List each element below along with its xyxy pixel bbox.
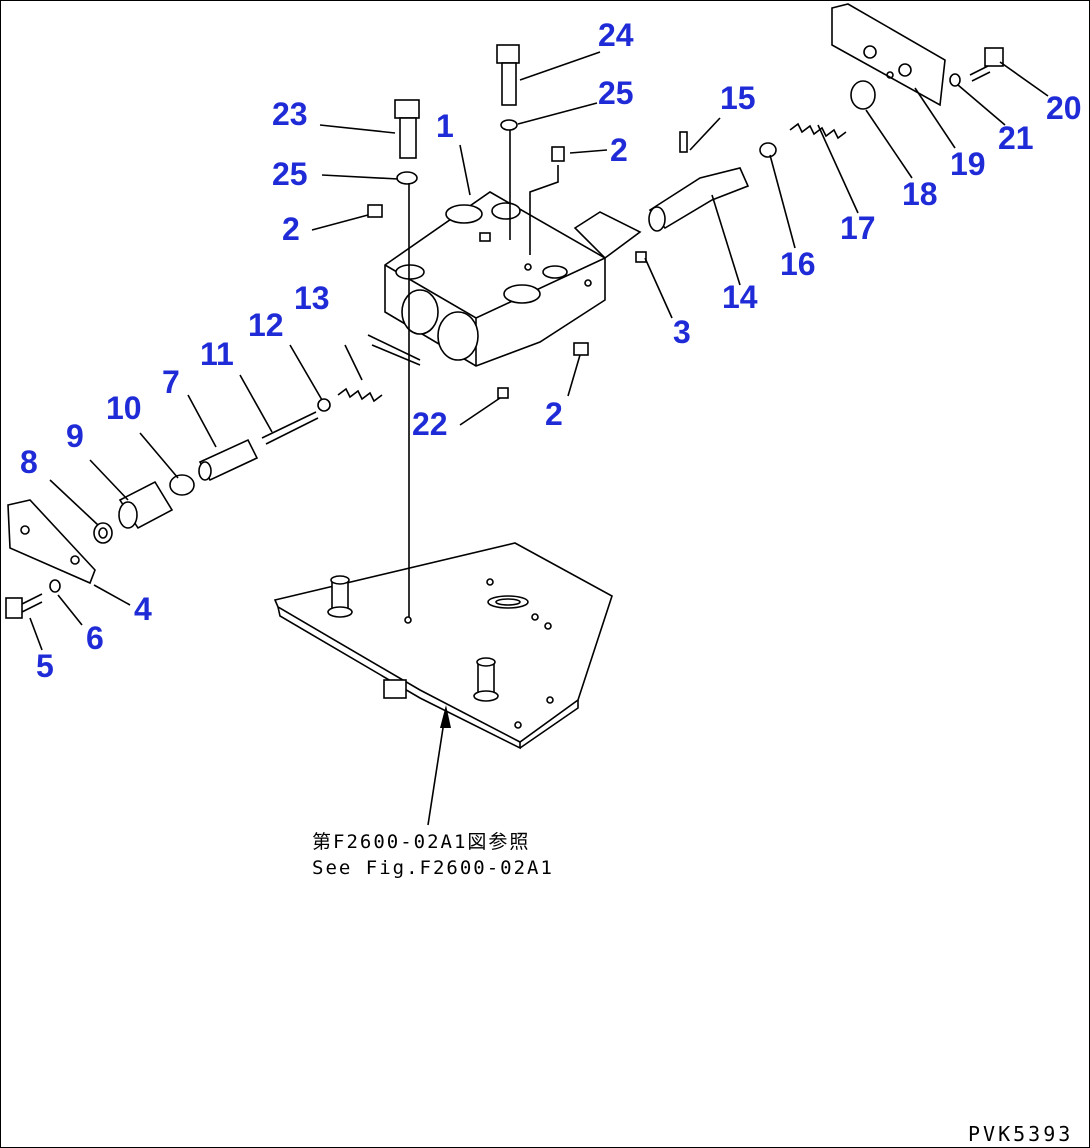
- callout-21: 21: [998, 120, 1034, 156]
- drawing-code: PVK5393: [968, 1122, 1074, 1146]
- callout-13: 13: [294, 280, 330, 316]
- leader-lines: [29, 51, 1049, 826]
- callout-15: 15: [720, 80, 756, 116]
- callout-22: 22: [412, 406, 448, 442]
- reference-note-jp: 第F2600-02A1図参照: [312, 831, 531, 853]
- callout-11: 11: [200, 336, 234, 372]
- callout-18: 18: [902, 176, 938, 212]
- callout-20: 20: [1046, 90, 1082, 126]
- callout-9: 9: [66, 418, 84, 454]
- base-plate: [273, 542, 613, 750]
- callout-7: 7: [162, 364, 180, 400]
- left-parts: [5, 387, 383, 619]
- top-bolts: [367, 44, 647, 399]
- callout-24: 24: [598, 17, 634, 53]
- callout-3: 3: [673, 314, 691, 350]
- callout-16: 16: [780, 246, 816, 282]
- callout-25b: 25: [272, 156, 308, 192]
- callout-5: 5: [36, 648, 54, 684]
- callout-2b: 2: [610, 132, 628, 168]
- callout-4: 4: [134, 591, 152, 627]
- callout-25a: 25: [598, 75, 634, 111]
- callout-17: 17: [840, 210, 876, 246]
- valve-body: [384, 191, 642, 367]
- callout-2c: 2: [545, 396, 563, 432]
- callout-2a: 2: [282, 211, 300, 247]
- callout-12: 12: [248, 307, 284, 343]
- callout-23: 23: [272, 96, 308, 132]
- callout-14: 14: [722, 279, 758, 315]
- callout-6: 6: [86, 620, 104, 656]
- callout-1: 1: [436, 108, 454, 144]
- callout-19: 19: [950, 146, 986, 182]
- reference-note-en: See Fig.F2600-02A1: [312, 857, 554, 879]
- callout-10: 10: [106, 390, 142, 426]
- right-parts: [648, 3, 1004, 232]
- callout-8: 8: [20, 444, 38, 480]
